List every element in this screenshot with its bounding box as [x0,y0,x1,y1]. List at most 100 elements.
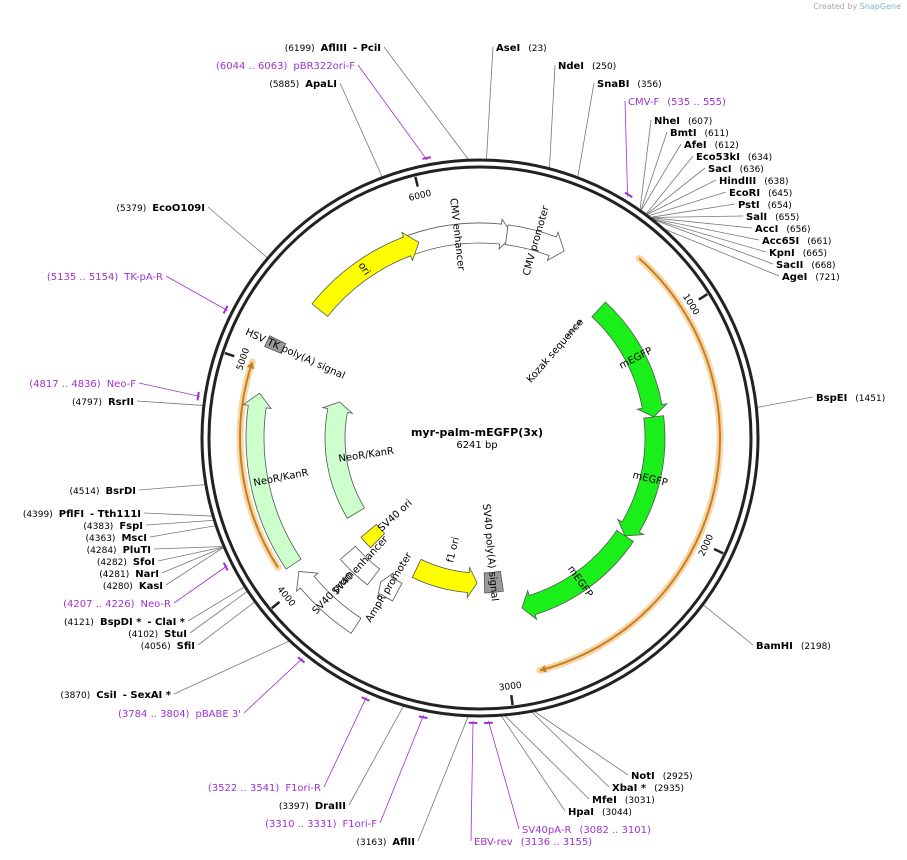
site-pos-hindiii: (638) [764,177,788,187]
leader-bspdi [187,586,245,622]
feature-sv40-promoter[interactable] [295,571,362,634]
site-eco53ki[interactable]: Eco53kI(634) [696,152,772,163]
site-pos-pluti: (4284) [87,546,117,556]
site-acci[interactable]: AccI(656) [755,224,811,235]
site-hpai[interactable]: HpaI(3044) [568,807,632,818]
site-acc65i[interactable]: Acc65I(661) [762,236,831,247]
site-xbai[interactable]: XbaI *(2935) [612,783,684,794]
site-kasi[interactable]: (4280)KasI [103,581,163,592]
site-neo-r[interactable]: (4207 .. 4226)Neo-R [63,599,171,610]
site-bsrdi[interactable]: (4514)BsrDI [70,486,136,497]
site-bmti[interactable]: BmtI(611) [670,128,729,139]
feature-kozak-sequence[interactable] [566,319,583,337]
site-pos-ndei: (250) [592,62,616,72]
leader-apali [339,82,383,177]
feature-neor-kanr-inner[interactable] [321,401,366,519]
site-pos-pbr322ori-f: (6044 .. 6063) [216,61,288,72]
site-pos-neo-f: (4817 .. 4836) [29,379,101,390]
site-csii[interactable]: (3870)CsiI- SexAI * [60,690,171,701]
site-ecori[interactable]: EcoRI(645) [729,188,792,199]
plasmid-length: 6241 bp [456,440,497,451]
site-fspi[interactable]: (4383)FspI [83,521,143,532]
site-name-afei: AfeI [684,140,707,151]
site-f1ori-f[interactable]: (3310 .. 3331)F1ori-F [265,819,377,830]
site-hindiii[interactable]: HindIII (638) [719,176,788,187]
feature-megfp-3[interactable] [521,529,634,621]
leader-neo-r [173,565,228,604]
feature-hsv-tk-poly-a-signal[interactable] [264,335,287,355]
orf-main-arrowhead [539,664,547,673]
site-pos-kpni: (665) [803,249,827,259]
site-rsrii[interactable]: (4797)RsrII [72,397,134,408]
site-draiii[interactable]: (3397)DraIII [279,801,346,812]
site-f1ori-r[interactable]: (3522 .. 3541)F1ori-R [208,783,321,794]
site-pluti[interactable]: (4284)PluTI [87,545,151,556]
site-pos-sv40pa-r: (3082 .. 3101) [579,825,651,836]
site-pbr322ori-f[interactable]: (6044 .. 6063)pBR322ori-F [216,61,355,72]
site-name-bspei: BspEI [816,393,847,404]
site-psti[interactable]: PstI(654) [738,200,792,211]
site-pbabe-3[interactable]: (3784 .. 3804)pBABE 3' [118,709,241,720]
site-name-eco53ki: Eco53kI [696,152,740,163]
feature-label-f1-ori: f1 ori [445,536,462,564]
site-kpni[interactable]: KpnI (665) [769,248,827,259]
site-bspdi[interactable]: (4121)BspDI *- ClaI * [64,617,186,628]
site-snabi[interactable]: SnaBI(356) [597,79,662,90]
site-pos-nari: (4281) [99,570,129,580]
site-ebv-rev[interactable]: EBV-rev(3136 .. 3155) [474,837,592,848]
site-aflii[interactable]: (3163)AflII [356,837,415,848]
site-cmv-f[interactable]: CMV-F(535 .. 555) [628,97,726,108]
site-saci[interactable]: SacI(636) [708,164,764,175]
site-afliii[interactable]: (6199)AflIII- PciI [285,43,381,54]
site-sfoi[interactable]: (4282)SfoI [97,557,155,568]
site-noti[interactable]: NotI(2925) [631,771,693,782]
site-afei[interactable]: AfeI(612) [684,140,739,151]
site-pflfi[interactable]: (4399)PflFI- Tth111I [23,509,141,520]
site-neo-f[interactable]: (4817 .. 4836)Neo-F [29,379,136,390]
site-nhei[interactable]: NheI(607) [654,116,712,127]
site-pos-agei: (721) [815,273,839,283]
site-pos-ecoo109i: (5379) [116,204,146,214]
feature-label-sv40-poly-a-signal: SV40 poly(A) signal [480,503,500,601]
feature-ampr-promoter[interactable] [377,572,403,602]
site-pos-mfei: (3031) [625,796,655,806]
site-bamhi[interactable]: BamHI(2198) [756,641,831,652]
site-name-pflfi: PflFI [59,509,84,520]
site-sacii[interactable]: SacII(668) [776,260,836,271]
feature-sv40-poly-a-signal[interactable] [483,570,504,594]
site-ndei[interactable]: NdeI(250) [558,61,616,72]
site-stui[interactable]: (4102)StuI [128,629,187,640]
site-nari[interactable]: (4281)NarI [99,569,159,580]
feature-sv40-ori[interactable] [360,523,386,549]
site-name-kpni: KpnI [769,248,795,259]
site-name-sv40pa-r: SV40pA-R [522,825,571,836]
site-name-hindiii: HindIII [719,176,756,187]
tick-5000 [224,351,235,358]
site-name-sfoi: SfoI [133,557,155,568]
leader-rsrii [136,400,203,406]
site-bspei[interactable]: BspEI(1451) [816,393,885,404]
feature-f1-ori[interactable] [411,558,478,599]
site-name-bsrdi: BsrDI [105,486,136,497]
leader-aflii [417,716,469,842]
site-sali[interactable]: SalI(655) [746,212,799,223]
feature-sv40-enhancer[interactable] [339,545,381,586]
site-name-hpai: HpaI [568,807,594,818]
site-asei[interactable]: AseI(23) [496,43,547,54]
feature-cmv-promoter[interactable] [505,224,565,262]
site-ecoo109i[interactable]: (5379)EcoO109I [116,203,205,214]
site-sfii[interactable]: (4056)SfiI [141,641,195,652]
site-name-tk-pa-r: TK-pA-R [123,272,163,283]
primer-mark-cmv-f [624,191,633,198]
leader-pbabe-3 [243,658,303,714]
site-msci[interactable]: (4363)MscI [86,533,148,544]
site-apali[interactable]: (5885)ApaLI [269,79,337,90]
feature-ori[interactable] [311,231,420,317]
site-name-sfii: SfiI [177,641,195,652]
site-mfei[interactable]: MfeI(3031) [592,795,655,806]
site-sv40pa-r[interactable]: SV40pA-R (3082 .. 3101) [522,825,651,836]
feature-neor-kanr-outer[interactable] [242,392,302,570]
site-tk-pa-r[interactable]: (5135 .. 5154)TK-pA-R [47,272,163,283]
site-agei[interactable]: AgeI(721) [782,272,840,283]
feature-megfp-2[interactable] [616,415,666,537]
